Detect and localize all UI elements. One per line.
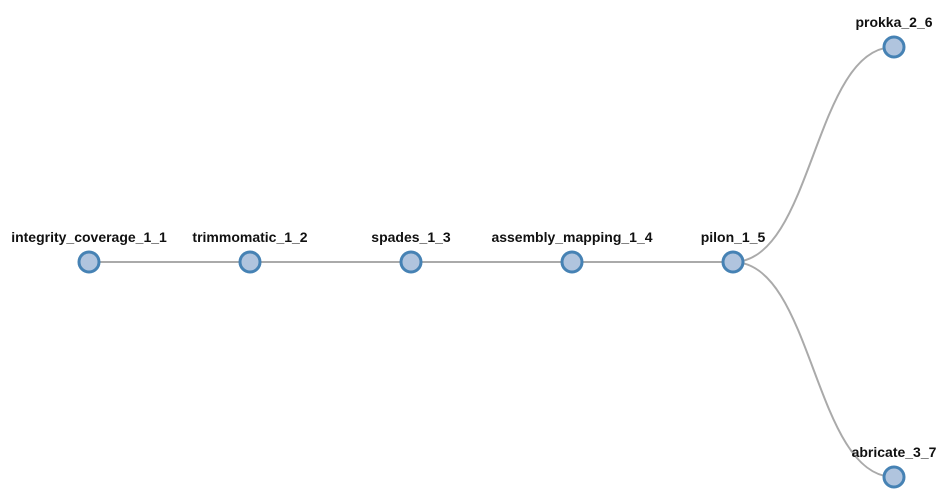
node-trimmomatic_1_2[interactable]: trimmomatic_1_2	[192, 229, 308, 274]
node-prokka_2_6[interactable]: prokka_2_6	[855, 14, 933, 59]
node-label-abricate_3_7: abricate_3_7	[852, 444, 937, 460]
node-label-assembly_mapping_1_4: assembly_mapping_1_4	[491, 229, 652, 245]
node-circle-spades_1_3[interactable]	[399, 250, 423, 274]
link-pilon_1_5-abricate_3_7	[732, 261, 895, 478]
node-integrity_coverage_1_1[interactable]: integrity_coverage_1_1	[11, 229, 167, 274]
node-circle-abricate_3_7[interactable]	[882, 465, 906, 489]
node-circle-assembly_mapping_1_4[interactable]	[560, 250, 584, 274]
node-pilon_1_5[interactable]: pilon_1_5	[701, 229, 766, 274]
node-label-pilon_1_5: pilon_1_5	[701, 229, 766, 245]
node-circle-trimmomatic_1_2[interactable]	[238, 250, 262, 274]
node-label-trimmomatic_1_2: trimmomatic_1_2	[192, 229, 307, 245]
node-circle-pilon_1_5[interactable]	[721, 250, 745, 274]
links-layer	[89, 46, 895, 478]
node-assembly_mapping_1_4[interactable]: assembly_mapping_1_4	[491, 229, 653, 274]
node-abricate_3_7[interactable]: abricate_3_7	[852, 444, 937, 489]
node-label-integrity_coverage_1_1: integrity_coverage_1_1	[11, 229, 167, 245]
node-spades_1_3[interactable]: spades_1_3	[371, 229, 451, 274]
node-circle-prokka_2_6[interactable]	[882, 35, 906, 59]
link-pilon_1_5-prokka_2_6	[732, 46, 895, 263]
nodes-layer: integrity_coverage_1_1 trimmomatic_1_2 s…	[11, 14, 937, 489]
node-label-prokka_2_6: prokka_2_6	[855, 14, 932, 30]
node-label-spades_1_3: spades_1_3	[371, 229, 451, 245]
node-circle-integrity_coverage_1_1[interactable]	[77, 250, 101, 274]
